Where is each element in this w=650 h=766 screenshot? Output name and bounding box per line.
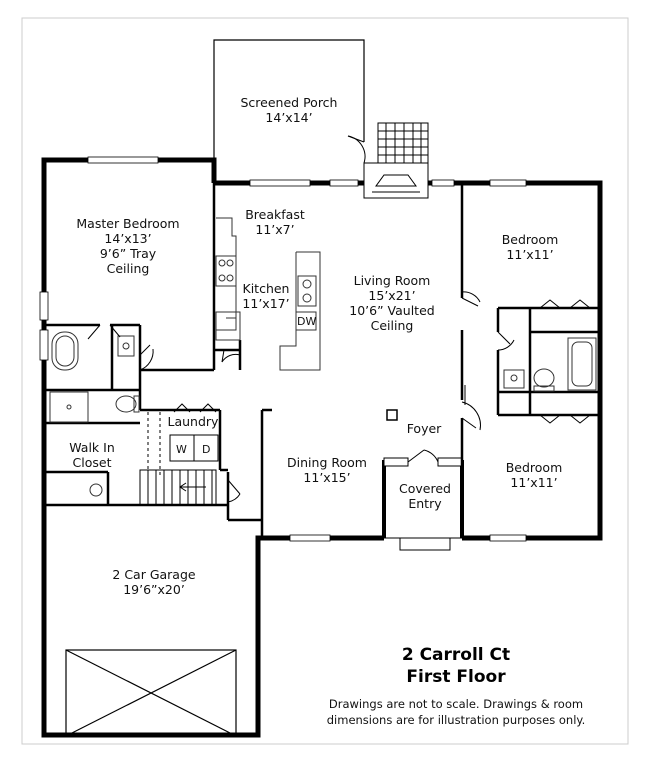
breakfast-dims: 11’x7’ bbox=[255, 222, 294, 237]
water-heater-icon bbox=[89, 483, 103, 497]
bedroom-1-name: Bedroom bbox=[502, 232, 559, 247]
garage-dims: 19’6”x20’ bbox=[123, 582, 185, 597]
master-bath-door bbox=[87, 324, 154, 371]
plan-title: 2 Carroll Ct bbox=[402, 645, 510, 665]
washer-label: W bbox=[176, 443, 187, 456]
living-room-note1: 10’6” Vaulted bbox=[349, 303, 434, 318]
master-bedroom-note2: Ceiling bbox=[107, 261, 150, 276]
kitchen-dims: 11’x17’ bbox=[242, 296, 289, 311]
living-room-name: Living Room bbox=[354, 273, 431, 288]
bedroom-1-dims: 11’x11’ bbox=[506, 247, 553, 262]
master-bath-fixtures bbox=[49, 331, 140, 423]
garage-name: 2 Car Garage bbox=[112, 567, 196, 582]
covered-entry-step bbox=[384, 537, 462, 551]
hall-bath-fixtures bbox=[503, 337, 597, 392]
bedroom-2-name: Bedroom bbox=[506, 460, 563, 475]
closet-line1: Walk In bbox=[69, 440, 115, 455]
disclaimer-line2: dimensions are for illustration purposes… bbox=[327, 713, 585, 727]
master-bedroom-name: Master Bedroom bbox=[76, 216, 179, 231]
closet-line2: Closet bbox=[73, 455, 112, 470]
porch-door bbox=[347, 135, 366, 164]
kitchen-counters bbox=[215, 217, 241, 341]
page-frame bbox=[21, 17, 629, 745]
fireplace bbox=[363, 162, 429, 199]
garage-stairs bbox=[139, 469, 241, 506]
foyer-name: Foyer bbox=[407, 421, 442, 436]
plan-subtitle: First Floor bbox=[406, 667, 506, 687]
master-bedroom-dims: 14’x13’ bbox=[104, 231, 151, 246]
laundry-appliances bbox=[147, 403, 219, 475]
bedroom-doors bbox=[461, 291, 591, 431]
dining-room-name: Dining Room bbox=[287, 455, 367, 470]
windows bbox=[39, 156, 527, 542]
screened-porch-outline bbox=[213, 39, 365, 183]
breakfast-name: Breakfast bbox=[245, 207, 305, 222]
master-bedroom-note1: 9’6” Tray bbox=[100, 246, 157, 261]
living-room-note2: Ceiling bbox=[371, 318, 414, 333]
covered-entry-line2: Entry bbox=[408, 496, 442, 511]
porch-name: Screened Porch bbox=[241, 95, 338, 110]
laundry-name: Laundry bbox=[168, 414, 220, 429]
entry-door bbox=[383, 449, 463, 467]
covered-entry-line1: Covered bbox=[399, 481, 451, 496]
living-room-dims: 15’x21’ bbox=[368, 288, 415, 303]
dryer-label: D bbox=[202, 443, 210, 456]
kitchen-name: Kitchen bbox=[243, 281, 290, 296]
porch-dims: 14’x14’ bbox=[265, 110, 312, 125]
disclaimer-line1: Drawings are not to scale. Drawings & ro… bbox=[329, 697, 583, 711]
dishwasher-label: DW bbox=[297, 315, 316, 328]
dining-room-dims: 11’x15’ bbox=[303, 470, 350, 485]
bedroom-2-dims: 11’x11’ bbox=[510, 475, 557, 490]
column bbox=[386, 409, 398, 421]
porch-stairs bbox=[377, 122, 429, 164]
kitchen-island bbox=[279, 251, 321, 371]
garage-door bbox=[65, 649, 237, 737]
kitchen-closet-door bbox=[221, 349, 241, 363]
